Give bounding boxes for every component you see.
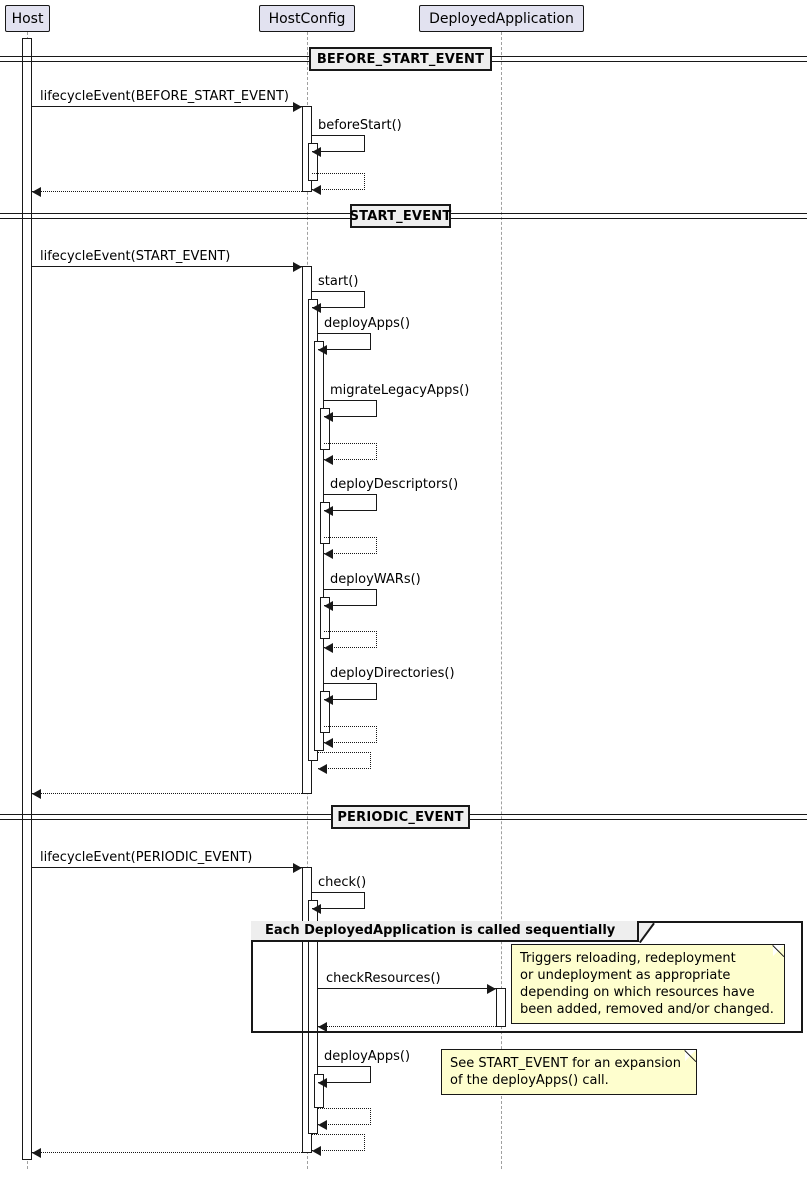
message-label: deployDescriptors()	[330, 477, 459, 492]
message-label: lifecycleEvent(START_EVENT)	[40, 249, 231, 264]
activation-bar	[308, 900, 318, 1134]
divider-label: PERIODIC_EVENT	[331, 805, 470, 829]
self-return-loop	[324, 726, 377, 743]
arrowhead-right	[487, 984, 496, 994]
participant-deploy[interactable]: DeployedApplication	[419, 5, 584, 32]
activation-bar	[308, 143, 318, 181]
message-label: deployApps()	[324, 1049, 411, 1064]
self-return-loop	[312, 1134, 365, 1151]
self-call-loop	[312, 291, 365, 308]
message-label: check()	[318, 875, 367, 890]
message-label: migrateLegacyApps()	[330, 383, 470, 398]
arrowhead-left	[324, 738, 333, 748]
message-line	[318, 1026, 496, 1027]
activation-bar	[314, 341, 324, 751]
activation-bar	[320, 691, 330, 733]
message-line	[32, 793, 302, 794]
divider-label: START_EVENT	[350, 204, 451, 228]
arrowhead-left	[32, 187, 41, 197]
message-line	[32, 106, 302, 107]
participant-config[interactable]: HostConfig	[259, 5, 355, 32]
arrowhead-right	[293, 262, 302, 272]
arrowhead-left	[32, 789, 41, 799]
group-header-tip	[639, 923, 653, 942]
message-label: start()	[318, 274, 359, 289]
divider-label: BEFORE_START_EVENT	[309, 47, 492, 71]
arrowhead-left	[324, 412, 333, 422]
activation-bar	[496, 988, 506, 1027]
note: See START_EVENT for an expansion of the …	[441, 1049, 697, 1095]
arrowhead-left	[318, 764, 327, 774]
arrowhead-left	[324, 695, 333, 705]
message-line	[318, 988, 496, 989]
self-return-loop	[324, 537, 377, 554]
arrowhead-left	[312, 1146, 321, 1156]
self-call-loop	[312, 892, 365, 909]
message-label: lifecycleEvent(PERIODIC_EVENT)	[40, 850, 253, 865]
arrowhead-left	[324, 549, 333, 559]
self-call-loop	[318, 333, 371, 350]
arrowhead-right	[293, 102, 302, 112]
message-label: lifecycleEvent(BEFORE_START_EVENT)	[40, 89, 289, 104]
arrowhead-right	[293, 863, 302, 873]
self-call-loop	[324, 589, 377, 606]
arrowhead-left	[324, 455, 333, 465]
message-line	[32, 191, 302, 192]
activation-bar	[320, 597, 330, 639]
arrowhead-left	[318, 1120, 327, 1130]
activation-bar	[320, 502, 330, 544]
activation-bar	[22, 38, 32, 1160]
message-label: checkResources()	[326, 971, 441, 986]
arrowhead-left	[324, 506, 333, 516]
self-call-loop	[318, 1066, 371, 1083]
message-label: deployApps()	[324, 316, 411, 331]
lifeline-deploy	[501, 32, 502, 1169]
activation-bar	[320, 408, 330, 450]
arrowhead-left	[318, 1078, 327, 1088]
self-return-loop	[318, 752, 371, 769]
message-line	[32, 1152, 302, 1153]
arrowhead-left	[312, 904, 321, 914]
note-fold-corner	[685, 1050, 696, 1061]
self-call-loop	[324, 683, 377, 700]
arrowhead-left	[324, 601, 333, 611]
message-line	[32, 867, 302, 868]
message-line	[32, 266, 302, 267]
self-return-loop	[312, 173, 365, 190]
arrowhead-left	[312, 147, 321, 157]
activation-bar	[314, 1074, 324, 1108]
group-label: Each DeployedApplication is called seque…	[251, 921, 639, 942]
message-label: deployWARs()	[330, 572, 421, 587]
message-label: beforeStart()	[318, 118, 402, 133]
arrowhead-left	[312, 185, 321, 195]
self-call-loop	[324, 400, 377, 417]
arrowhead-left	[312, 303, 321, 313]
arrowhead-left	[324, 643, 333, 653]
self-return-loop	[318, 1108, 371, 1125]
self-call-loop	[312, 135, 365, 152]
note: Triggers reloading, redeployment or unde…	[511, 944, 785, 1024]
arrowhead-left	[32, 1148, 41, 1158]
self-call-loop	[324, 494, 377, 511]
arrowhead-left	[318, 1022, 327, 1032]
message-label: deployDirectories()	[330, 666, 455, 681]
self-return-loop	[324, 443, 377, 460]
self-return-loop	[324, 631, 377, 648]
note-fold-corner	[773, 945, 784, 956]
arrowhead-left	[318, 345, 327, 355]
participant-host[interactable]: Host	[5, 5, 50, 32]
